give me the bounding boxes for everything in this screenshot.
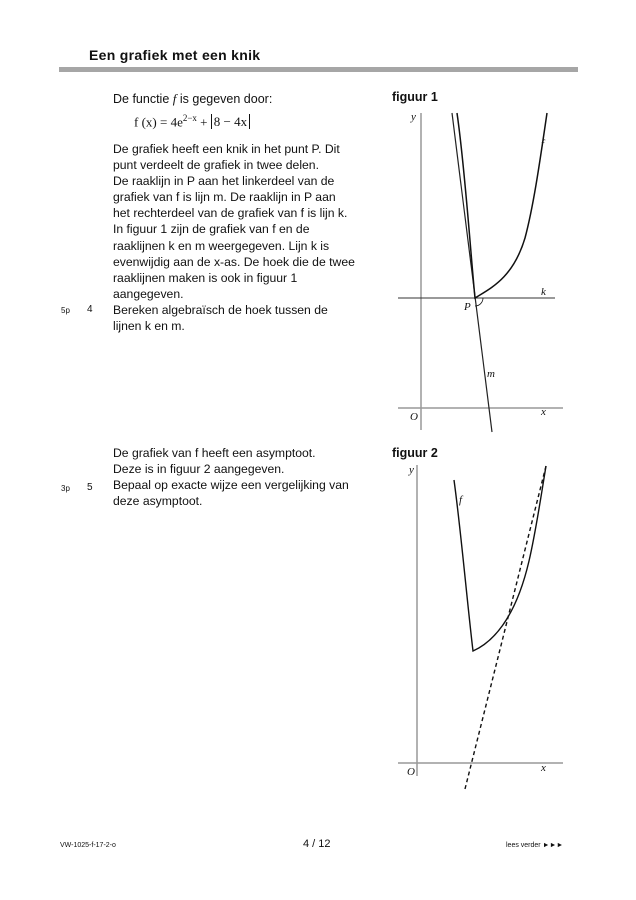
problem-text-1: De grafiek heeft een knik in het punt P.… [113,141,383,302]
x-label: x [540,762,546,774]
f-symbol: f [172,91,177,106]
points-q5: 3p [61,484,70,493]
figure-1-title: figuur 1 [392,90,438,104]
formula-exponent: 2−x [182,113,197,123]
angle-arc [474,297,484,307]
intro-text-2: is gegeven door: [179,92,273,106]
f-label: f [541,138,546,150]
graph-f [456,112,548,300]
question-number-5: 5 [87,482,93,493]
function-formula: f (x) = 4e2−x + 8 − 4x [134,113,251,130]
origin-label: O [407,766,415,778]
asymptote [464,465,547,790]
formula-abs: 8 − 4x [210,114,251,130]
footer-code: VW-1025-f-17-2-o [60,842,116,849]
text-line: raaklijnen k en m weergegeven. Lijn k is [113,238,330,253]
text-line: Deze is in figuur 2 aangegeven. [113,462,285,477]
text-line: deze asymptoot. [113,494,203,509]
y-label: y [410,111,416,123]
page-title: Een grafiek met een knik [89,47,261,63]
problem-text-2: De grafiek van f heeft een asymptoot. De… [113,445,383,477]
m-label: m [487,368,495,380]
intro-text: De functie [113,92,170,106]
formula-plus: + [196,114,211,130]
text-line: aangegeven. [113,286,184,301]
text-line: lijnen k en m. [113,319,185,334]
text-line: De grafiek van f heeft een asymptoot. [113,446,316,460]
figure-2-graph: y x O f [398,464,563,790]
question-5-text: Bepaal op exacte wijze een vergelijking … [113,477,383,509]
k-label: k [541,286,547,298]
header-divider [59,67,578,72]
text-line: Bepaal op exacte wijze een vergelijking … [113,478,349,492]
text-line: evenwijdig aan de x-as. De hoek die de t… [113,254,355,269]
text-line: raaklijnen maken is ook in figuur 1 [113,270,298,285]
text-line: punt verdeelt de grafiek in twee delen. [113,158,319,173]
f-label: f [459,494,464,506]
intro-line: De functie f is gegeven door: [113,91,272,107]
next-page-hint: lees verder ►►► [506,842,564,849]
formula-lhs: f (x) = 4e [134,114,183,130]
question-4-text: Bereken algebraïsch de hoek tussen de li… [113,302,383,334]
page-number: 4 / 12 [303,838,331,850]
question-number-4: 4 [87,304,93,315]
text-line: De grafiek heeft een knik in het punt P.… [113,142,340,156]
text-line: grafiek van f is lijn m. De raaklijn in … [113,190,336,205]
P-label: P [463,301,471,313]
text-line: In figuur 1 zijn de grafiek van f en de [113,222,310,237]
figure-2-title: figuur 2 [392,446,438,460]
points-q4: 5p [61,306,70,315]
y-label: y [408,464,414,476]
graph-f [453,465,547,653]
text-line: het rechterdeel van de grafiek van f is … [113,206,348,221]
x-label: x [540,406,546,418]
text-line: De raaklijn in P aan het linkerdeel van … [113,174,335,189]
text-line: Bereken algebraïsch de hoek tussen de [113,303,328,317]
figure-1-graph: y x O f k m P [398,111,563,433]
origin-label: O [410,411,418,423]
